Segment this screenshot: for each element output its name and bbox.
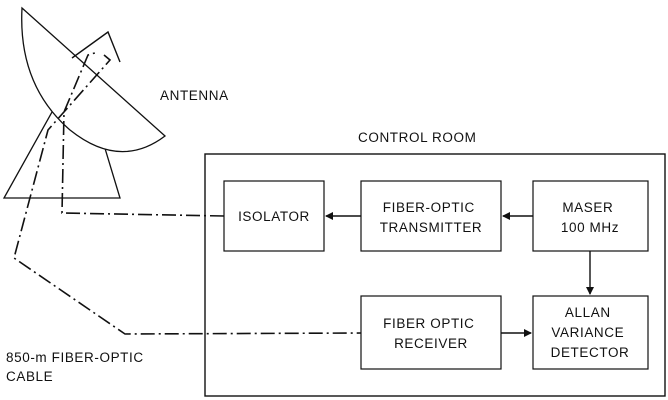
receiver-label-line2: RECEIVER <box>394 336 468 351</box>
receiver-label-line1: FIBER OPTIC <box>383 316 474 331</box>
detector-label-line1: ALLAN <box>565 305 611 320</box>
detector-label-line3: DETECTOR <box>551 345 630 360</box>
transmitter-label-line1: FIBER-OPTIC <box>383 200 475 215</box>
fiber-optic-receiver-block <box>360 295 502 370</box>
isolator-block <box>223 180 325 252</box>
detector-label-line2: VARIANCE <box>551 325 624 340</box>
cable-label-line1: 850-m FIBER-OPTIC <box>6 350 144 365</box>
maser-label-line1: MASER <box>562 200 613 215</box>
antenna-feed-support <box>71 30 121 63</box>
maser-label-line2: 100 MHz <box>561 220 619 235</box>
antenna-label: ANTENNA <box>160 88 229 103</box>
svg-text:ISOLATOR: ISOLATOR <box>238 209 310 224</box>
isolator-label: ISOLATOR <box>238 209 310 224</box>
cable-label-line2: CABLE <box>6 369 53 384</box>
svg-text:FIBER OPTIC RECEIVER: FIBER OPTIC RECEIVER <box>383 316 479 351</box>
control-room-frame <box>204 153 666 397</box>
svg-text:ALLAN VARIANCE DETECTO: ALLAN VARIANCE DETECTOR <box>551 305 630 360</box>
svg-text:FIBER-OPTIC TRANSMITTER: FIBER-OPTIC TRANSMITTER <box>380 200 483 235</box>
fiber-optic-cable-return <box>13 54 362 335</box>
fiber-optic-transmitter-block <box>360 180 502 252</box>
transmitter-label-line2: TRANSMITTER <box>380 220 483 235</box>
maser-block <box>532 180 649 252</box>
svg-text:MASER 100 MHz: MASER 100 MHz <box>561 200 619 235</box>
control-room-label: CONTROL ROOM <box>358 130 476 145</box>
antenna-drawing <box>2 6 167 199</box>
fiber-optic-cable-outbound <box>61 51 225 217</box>
allan-variance-detector-block <box>532 295 649 370</box>
